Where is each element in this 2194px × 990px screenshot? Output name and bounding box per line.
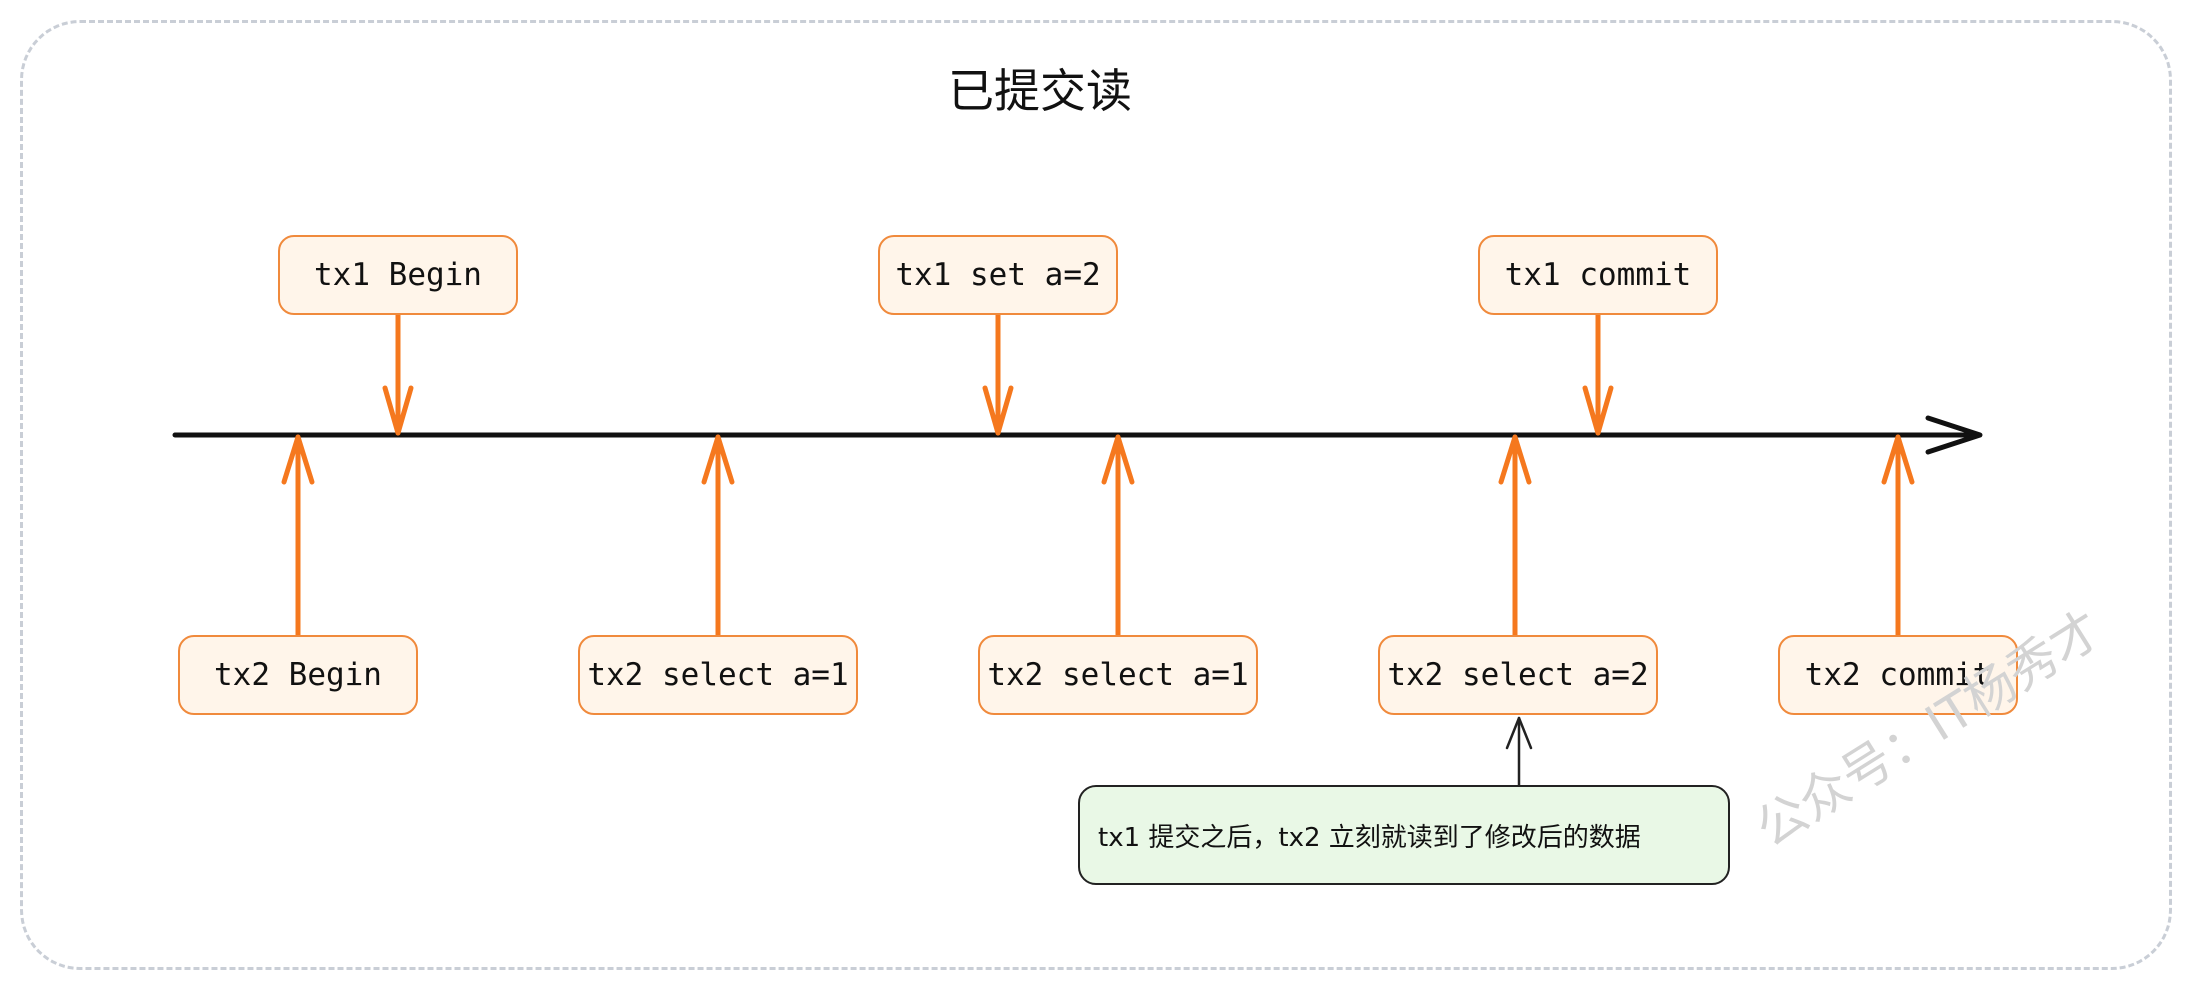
note-box: tx1 提交之后，tx2 立刻就读到了修改后的数据: [1078, 785, 1730, 885]
arrow-tx1-begin: [382, 309, 414, 436]
dashed-frame: [20, 20, 2172, 970]
arrow-tx1-set: [982, 309, 1014, 436]
arrow-tx2-begin: [281, 434, 315, 638]
timeline-arrowhead: [1925, 415, 1983, 455]
arrow-tx1-commit: [1582, 309, 1614, 436]
event-box-tx1-begin: tx1 Begin: [278, 235, 518, 315]
arrow-note: [1505, 716, 1533, 787]
event-box-tx2-commit: tx2 commit: [1778, 635, 2018, 715]
arrow-tx2-select-1: [701, 434, 735, 638]
event-box-tx1-commit: tx1 commit: [1478, 235, 1718, 315]
event-box-tx2-select-1: tx2 select a=1: [578, 635, 858, 715]
event-box-tx1-set: tx1 set a=2: [878, 235, 1118, 315]
arrow-tx2-select-3: [1498, 434, 1532, 638]
diagram-title: 已提交读: [948, 64, 1132, 118]
arrow-tx2-select-2: [1101, 434, 1135, 638]
arrow-tx2-commit: [1881, 434, 1915, 638]
event-box-tx2-select-3: tx2 select a=2: [1378, 635, 1658, 715]
event-box-tx2-select-2: tx2 select a=1: [978, 635, 1258, 715]
event-box-tx2-begin: tx2 Begin: [178, 635, 418, 715]
